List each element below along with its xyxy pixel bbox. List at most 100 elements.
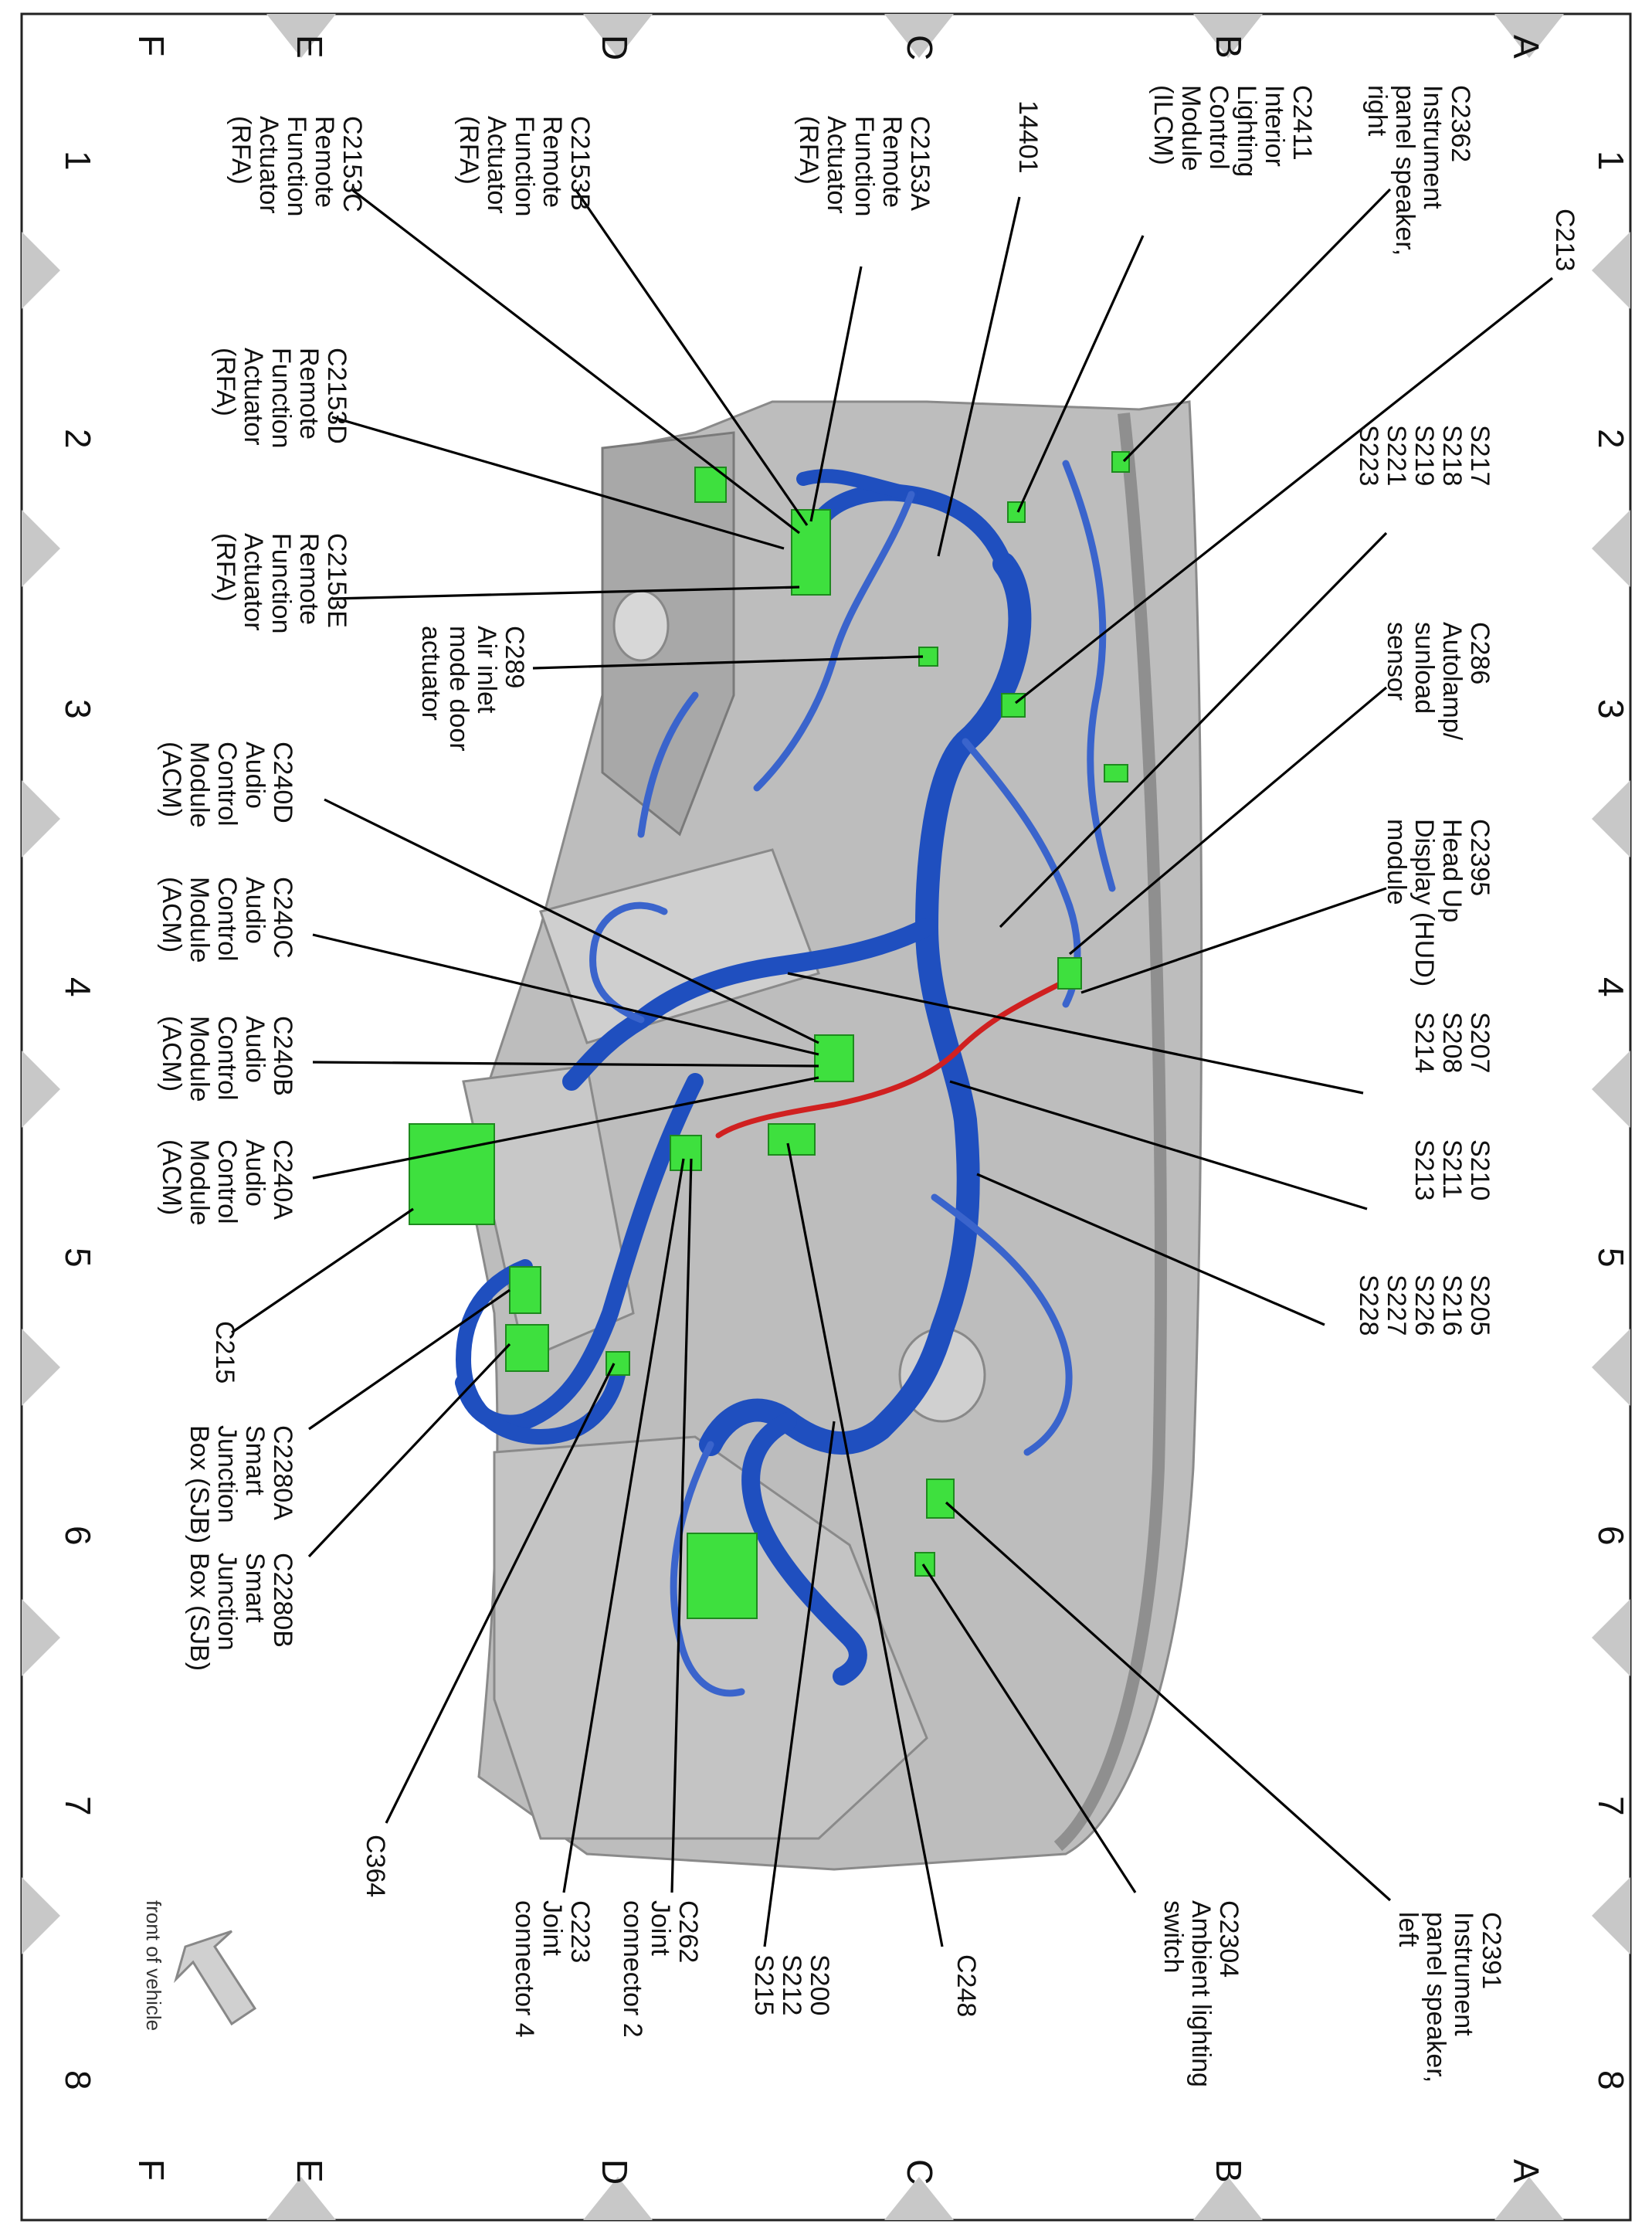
leader-c240a — [312, 1076, 819, 1180]
top-edge-markers — [266, 14, 1564, 58]
thin-wire-5 — [670, 1441, 745, 1697]
connector-c262 — [670, 1135, 702, 1171]
connector-c2362 — [1111, 451, 1130, 473]
grid-row-a-top: A — [1506, 35, 1546, 59]
callout-labels: C2362Instrumentpanel speaker,right C213 … — [157, 85, 1579, 2087]
label-s200: S200S212S215 — [749, 1954, 834, 2015]
leader-c2362 — [1122, 188, 1392, 463]
thin-wire-7 — [637, 691, 699, 838]
grid-row-a-bottom: A — [1506, 2159, 1546, 2183]
connector-c2304 — [914, 1552, 935, 1577]
dash-top-edge — [1053, 413, 1167, 1852]
connector-c215 — [409, 1123, 495, 1225]
leader-c364 — [385, 1363, 616, 1824]
front-of-vehicle-indicator: front of vehicle — [142, 1900, 257, 2031]
grid-row-f-bottom: F — [131, 2159, 171, 2181]
front-of-vehicle-label: front of vehicle — [142, 1900, 165, 2031]
grid-row-e-top: E — [290, 35, 330, 59]
label-c223: C223Jointconnector 4 — [510, 1900, 595, 2038]
connector-c2391 — [926, 1479, 955, 1519]
grid-row-b-top: B — [1209, 35, 1249, 59]
thin-wire-6 — [589, 901, 668, 1024]
leader-s217 — [999, 531, 1388, 929]
thin-wire-3 — [753, 491, 915, 792]
grid-row-b-bottom: B — [1209, 2159, 1249, 2183]
label-c2153e: C2153ERemoteFunctionActuator(RFA) — [211, 533, 351, 633]
grid-row-d-bottom: D — [595, 2159, 635, 2185]
leader-c2153d — [331, 416, 785, 550]
grid-col-7-left: 7 — [58, 1796, 98, 1816]
leader-c2280b — [307, 1343, 511, 1558]
leader-c240c — [312, 933, 819, 1056]
right-edge-markers — [1592, 232, 1630, 1954]
connector-rfa-bank — [791, 509, 831, 596]
front-arrow-icon — [173, 1930, 257, 2026]
label-c2411: C2411InteriorLightingControlModule(ILCM) — [1148, 85, 1317, 177]
center-support — [539, 848, 820, 1044]
label-c2153a: C2153ARemoteFunctionActuator(RFA) — [794, 116, 935, 216]
grid-col-1-left: 1 — [58, 151, 98, 171]
grid-col-8-right: 8 — [1591, 2070, 1631, 2090]
label-c2153c: C2153CRemoteFunctionActuator(RFA) — [226, 116, 367, 216]
sjb-loop — [456, 1259, 626, 1445]
connectors — [409, 451, 1130, 1619]
grid-col-3-right: 3 — [1591, 699, 1631, 719]
leader-c289 — [532, 655, 924, 670]
grid-col-2-left: 2 — [58, 429, 98, 449]
leader-c286 — [1068, 686, 1388, 956]
label-s205: S205S216S226S227S228 — [1354, 1275, 1494, 1336]
leader-14401 — [937, 196, 1021, 557]
label-c2280b: C2280BSmartJunctionBox (SJB) — [185, 1553, 297, 1671]
grid-col-4-left: 4 — [58, 977, 98, 997]
leader-c2280a — [308, 1288, 511, 1431]
label-c213: C213 — [1550, 209, 1579, 271]
grid-row-c-bottom: C — [900, 2159, 940, 2185]
leader-c2153e — [331, 586, 800, 600]
grid-col-4-right: 4 — [1591, 977, 1631, 997]
label-c240c: C240CAudioControlModule(ACM) — [157, 877, 297, 963]
bottom-edge-markers — [266, 2177, 1564, 2220]
grid-col-6-left: 6 — [58, 1526, 98, 1546]
label-c240d: C240DAudioControlModule(ACM) — [157, 742, 297, 828]
label-c2362: C2362Instrumentpanel speaker,right — [1362, 85, 1475, 256]
leader-c2153b — [574, 188, 809, 526]
leader-c2304 — [921, 1563, 1137, 1893]
label-c215: C215 — [210, 1321, 239, 1384]
thin-wire-1 — [1062, 460, 1116, 892]
label-c2153d: C2153DRemoteFunctionActuator(RFA) — [211, 348, 351, 448]
leader-c213 — [1015, 277, 1553, 704]
wiring-harness — [455, 460, 1116, 1697]
leader-lines — [231, 188, 1553, 1947]
grid-col-1-right: 1 — [1591, 151, 1631, 171]
connector-c240-group — [814, 1034, 854, 1082]
center-branch — [562, 918, 936, 1091]
hud-red-wire — [715, 978, 1069, 1139]
lower-center-branch — [741, 1412, 867, 1686]
label-c2391: C2391Instrumentpanel speaker,left — [1393, 1912, 1506, 2083]
leader-c2391 — [945, 1501, 1392, 1902]
label-c364: C364 — [361, 1835, 390, 1897]
instrument-panel-structure — [462, 400, 1203, 1871]
column-numbers-right: 1 2 3 4 5 6 7 8 — [1591, 151, 1631, 2090]
grid-col-8-left: 8 — [58, 2070, 98, 2090]
leader-s200 — [763, 1421, 836, 1947]
grid-row-f-top: F — [131, 35, 171, 56]
left-edge-markers — [22, 232, 60, 1954]
column-numbers-left: 1 2 3 4 5 6 7 8 — [58, 151, 98, 2090]
connector-c2280a — [509, 1266, 541, 1314]
leader-c240b — [312, 1061, 819, 1068]
label-c248: C248 — [952, 1954, 981, 2017]
label-s207: S207S208S214 — [1409, 1012, 1494, 1073]
leader-c215 — [231, 1207, 414, 1334]
leader-c240d — [324, 798, 819, 1044]
leader-s205 — [976, 1173, 1325, 1326]
label-c240b: C240BAudioControlModule(ACM) — [157, 1016, 297, 1102]
connector-c248 — [768, 1123, 816, 1156]
label-c286: C286Autolamp/sunloadsensor — [1382, 622, 1494, 741]
grid-col-5-left: 5 — [58, 1248, 98, 1268]
rfa-branch — [796, 469, 918, 501]
thin-wire-4 — [931, 1193, 1073, 1456]
connector-c2395 — [1057, 957, 1082, 990]
grid-col-7-right: 7 — [1591, 1796, 1631, 1816]
